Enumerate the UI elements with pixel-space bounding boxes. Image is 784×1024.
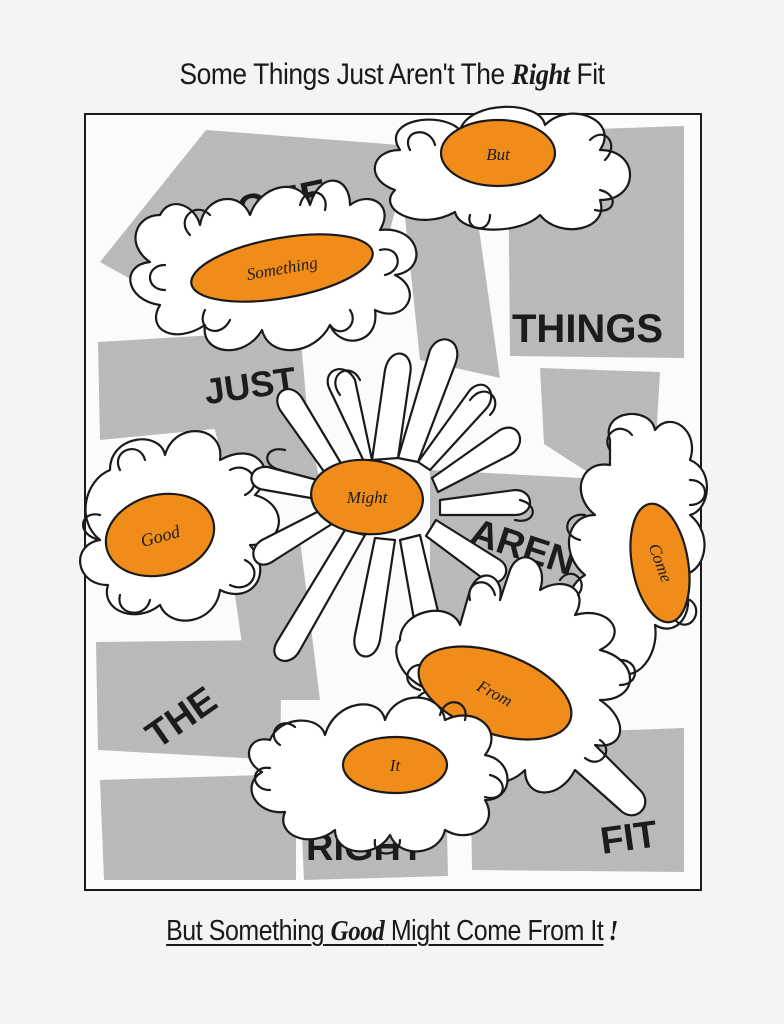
flower-center-might	[310, 458, 424, 536]
block-the	[96, 640, 282, 760]
caption-emphasis: Good	[330, 915, 385, 947]
footer-caption: But Something Good Might Come From It!	[55, 915, 729, 948]
title-part-2: Fit	[576, 58, 605, 91]
flower-center-something	[190, 233, 374, 303]
flower-center-it	[341, 735, 449, 795]
caption-part-2: Might Come From It	[390, 915, 604, 947]
flower-word-but: But	[486, 145, 511, 164]
caption-part-1: But Something	[166, 915, 325, 947]
flower-center-good	[104, 492, 216, 578]
flower-but: But	[373, 105, 632, 231]
page-title: Some Things Just Aren't The Right Fit	[47, 58, 737, 92]
flower-come: Come	[566, 412, 708, 690]
word-fit: FIT	[598, 813, 660, 863]
flower-center-come	[629, 502, 691, 624]
title-part-1: Some Things Just Aren't The	[179, 58, 505, 91]
caption-punct: !	[608, 915, 619, 947]
flower-center-but	[439, 118, 557, 188]
caption-underlined: But Something Good Might Come From It	[166, 915, 604, 947]
flower-something: Something	[129, 179, 418, 352]
flower-it: It	[247, 696, 509, 855]
flower-word-might: Might	[346, 488, 389, 507]
flower-word-it: It	[389, 756, 402, 775]
title-emphasis: Right	[511, 58, 570, 91]
flower-good: Good	[79, 430, 280, 622]
word-things: THINGS	[512, 307, 663, 351]
block-bottom-left	[100, 774, 296, 880]
